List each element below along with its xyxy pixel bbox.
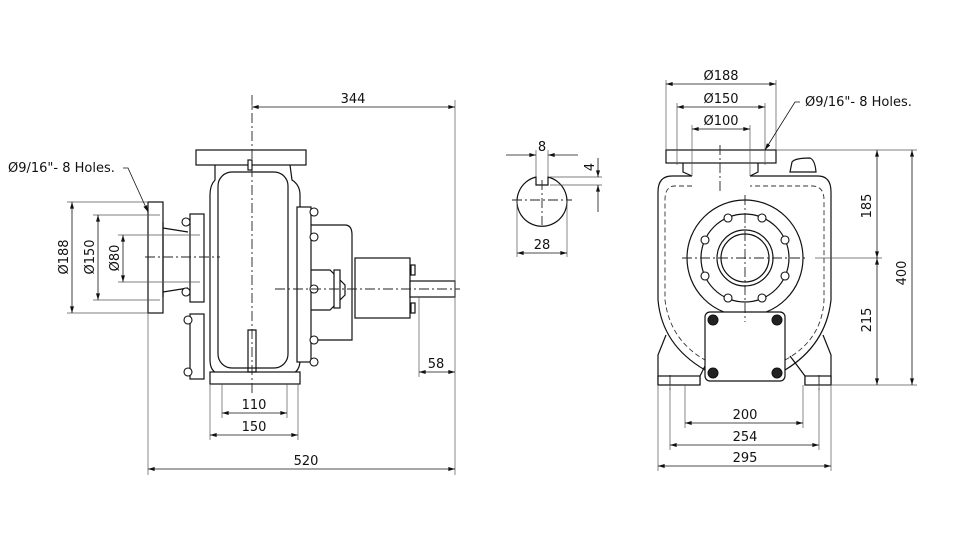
dim-58: 58 (428, 357, 445, 372)
side-view-pump-body (147, 149, 456, 385)
front-holes-note: Ø9/16"- 8 Holes. (805, 95, 912, 110)
side-view-centerlines (145, 95, 460, 395)
dim-200: 200 (733, 408, 758, 423)
dim-344: 344 (341, 92, 366, 107)
dim-150: 150 (242, 420, 267, 435)
side-view-dimensions: 344 520 110 150 58 Ø188 Ø150 Ø80 Ø9/16"-… (8, 92, 456, 475)
dim-suction-bore: Ø80 (108, 245, 123, 272)
side-view: 344 520 110 150 58 Ø188 Ø150 Ø80 Ø9/16"-… (8, 92, 460, 475)
dim-295: 295 (733, 451, 758, 466)
dim-520: 520 (294, 454, 319, 469)
side-holes-note: Ø9/16"- 8 Holes. (8, 161, 115, 176)
dim-key-width: 8 (538, 140, 546, 155)
dim-key-depth: 4 (583, 163, 598, 171)
dim-185: 185 (860, 194, 875, 219)
dim-suction-flange-od: Ø188 (57, 239, 72, 274)
shaft-key-detail: 8 4 28 (506, 140, 602, 257)
front-view-pump-body (657, 149, 832, 386)
front-view-centerlines (669, 145, 820, 392)
dim-suction-flange-pcd: Ø150 (83, 239, 98, 274)
dim-discharge-flange-pcd: Ø150 (703, 92, 738, 107)
front-view: Ø188 Ø150 Ø100 Ø9/16"- 8 Holes. 185 215 … (657, 69, 917, 471)
dim-254: 254 (733, 430, 758, 445)
dim-400: 400 (895, 261, 910, 286)
dim-110: 110 (242, 398, 267, 413)
front-view-dimensions: Ø188 Ø150 Ø100 Ø9/16"- 8 Holes. 185 215 … (657, 69, 917, 471)
dim-shaft-diameter: 28 (534, 238, 551, 253)
dim-215: 215 (860, 308, 875, 333)
dim-discharge-flange-od: Ø188 (703, 69, 738, 84)
dim-discharge-bore: Ø100 (703, 114, 738, 129)
